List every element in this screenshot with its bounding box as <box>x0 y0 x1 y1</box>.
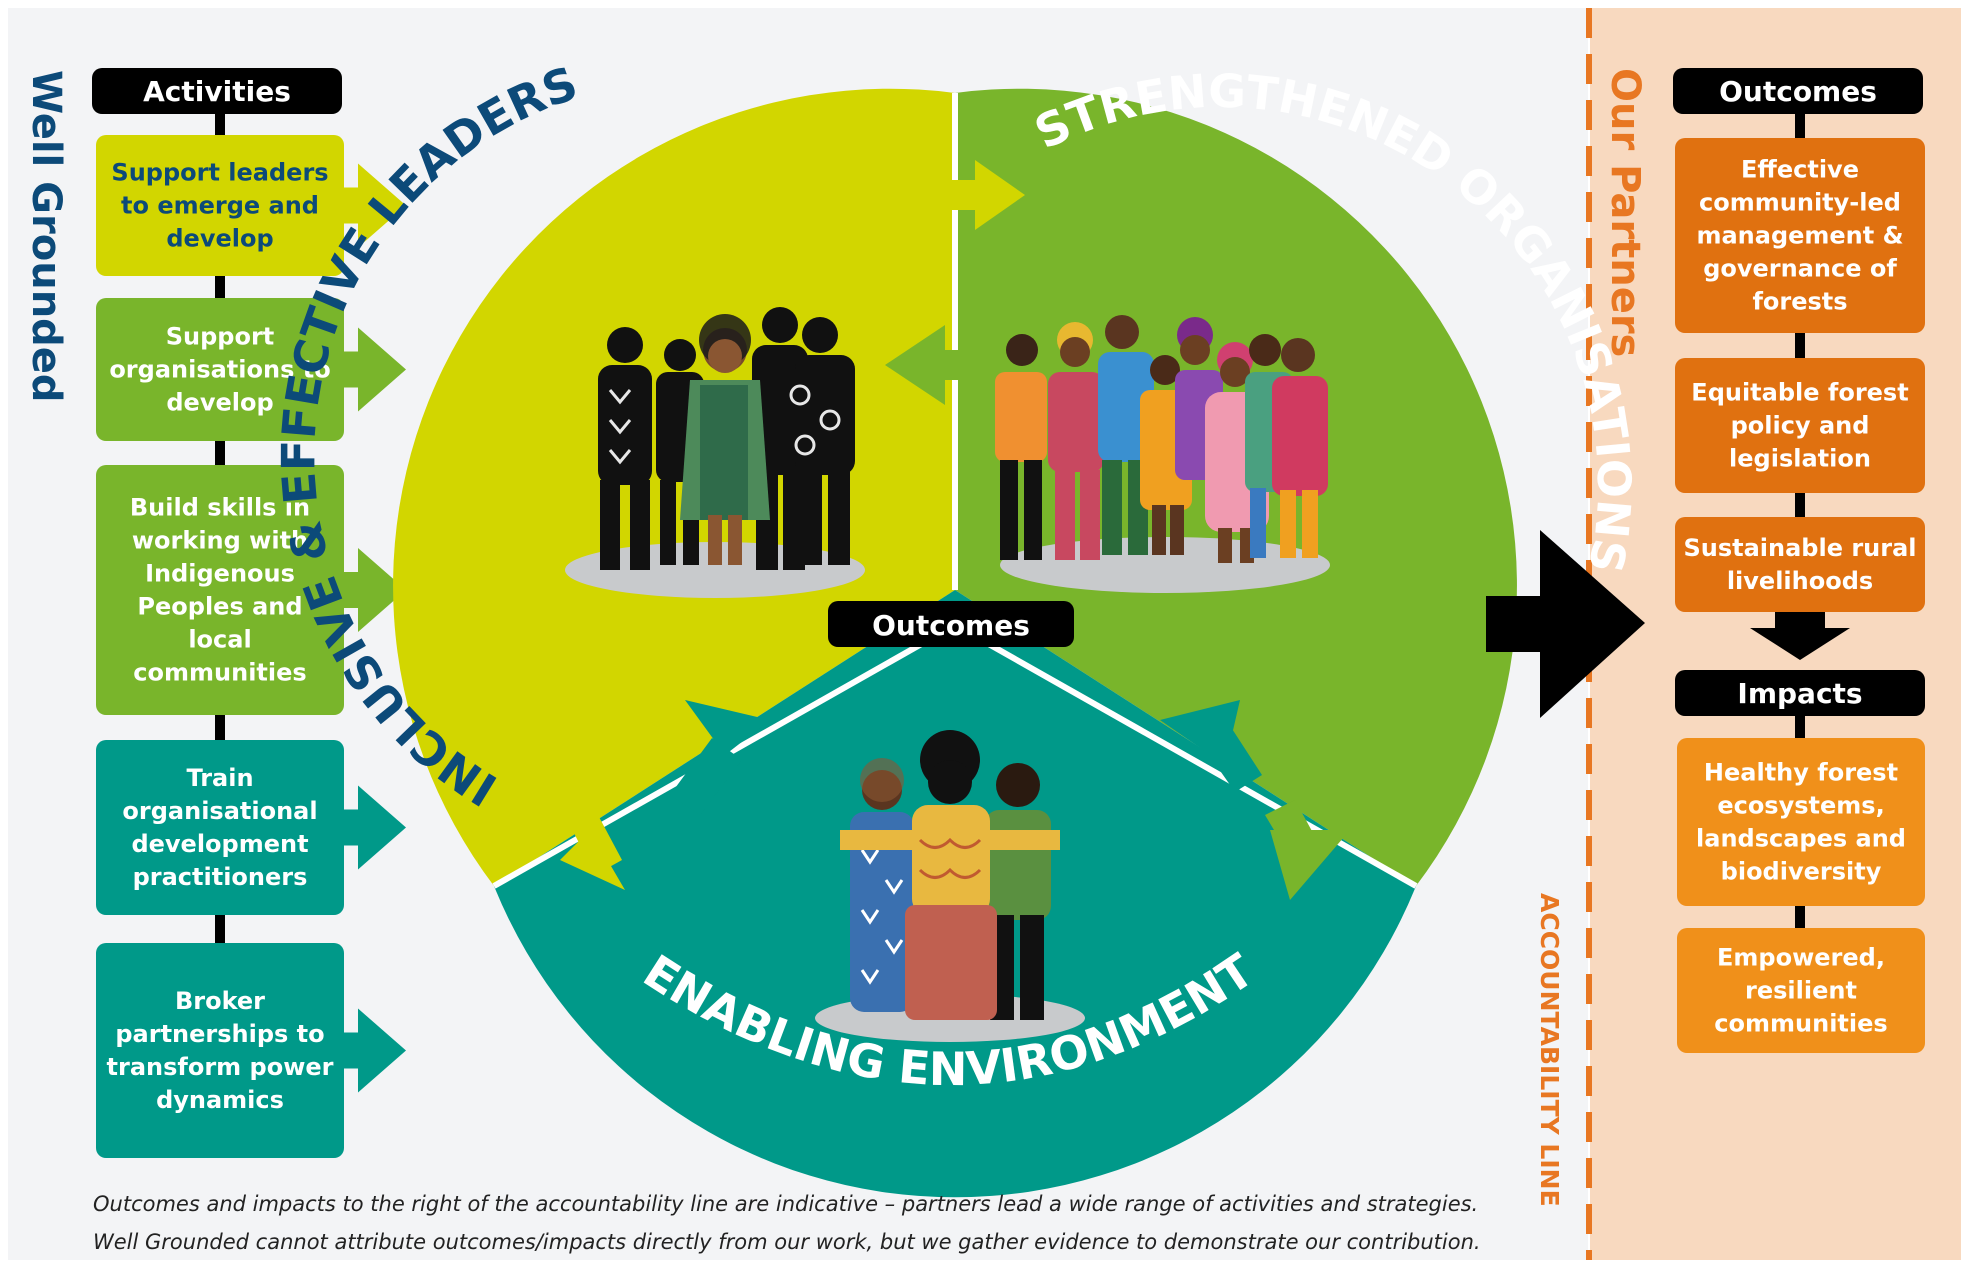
partners-title: Our Partners <box>1602 68 1648 357</box>
impact-item-1-box <box>1677 738 1925 906</box>
activities-header-box <box>92 68 342 114</box>
activity-item-2-box <box>96 298 344 441</box>
wheel-center-label: Outcomes <box>872 609 1030 642</box>
activity-item-5-arrow <box>344 1008 406 1093</box>
organisation-members-illustration <box>995 315 1330 593</box>
impacts-header: Impacts <box>1737 677 1862 710</box>
wheel-arrows <box>560 160 1350 900</box>
accountability-label: ACCOUNTABILITY LINE <box>1535 893 1564 1207</box>
activity-item-3-arrow <box>344 548 406 632</box>
impact-item-2-box <box>1677 928 1925 1053</box>
arrow-env-to-orgs <box>1160 700 1262 792</box>
footnote-line-2: Well Grounded cannot attribute outcomes/… <box>93 1230 1481 1254</box>
arrow-leaders-to-orgs <box>935 160 1025 230</box>
activity-item-1-box <box>96 135 344 276</box>
wheel-center-label-box <box>828 601 1074 647</box>
arrow-orgs-to-leaders <box>885 325 990 405</box>
outcome-item-2-box <box>1675 358 1925 493</box>
big-arrow-to-outcomes <box>1486 530 1645 718</box>
leaders-group-illustration <box>565 307 865 598</box>
activity-item-3-box <box>96 465 344 715</box>
sidebar-title: Well Grounded <box>23 70 69 403</box>
arrow-orgs-to-env <box>1265 800 1350 900</box>
embracing-trio-illustration <box>815 730 1085 1042</box>
activity-item-4-arrow <box>344 785 406 870</box>
arrow-leaders-to-env <box>560 800 625 890</box>
outcomes-header: Outcomes <box>1719 75 1877 108</box>
activity-item-1-arrow <box>344 163 406 248</box>
activity-item-5-box <box>96 943 344 1158</box>
arrow-env-to-leaders <box>670 700 770 815</box>
outcome-item-3-box <box>1675 517 1925 612</box>
outcome-item-1-box <box>1675 138 1925 333</box>
activities-header: Activities <box>143 75 291 108</box>
footnote-line-1: Outcomes and impacts to the right of the… <box>93 1192 1478 1216</box>
activity-item-2-arrow <box>344 327 406 412</box>
outcomes-header-box <box>1673 68 1923 114</box>
impacts-header-box <box>1675 670 1925 716</box>
outcomes-to-impacts-arrow <box>1750 612 1850 660</box>
activity-item-4-box <box>96 740 344 915</box>
